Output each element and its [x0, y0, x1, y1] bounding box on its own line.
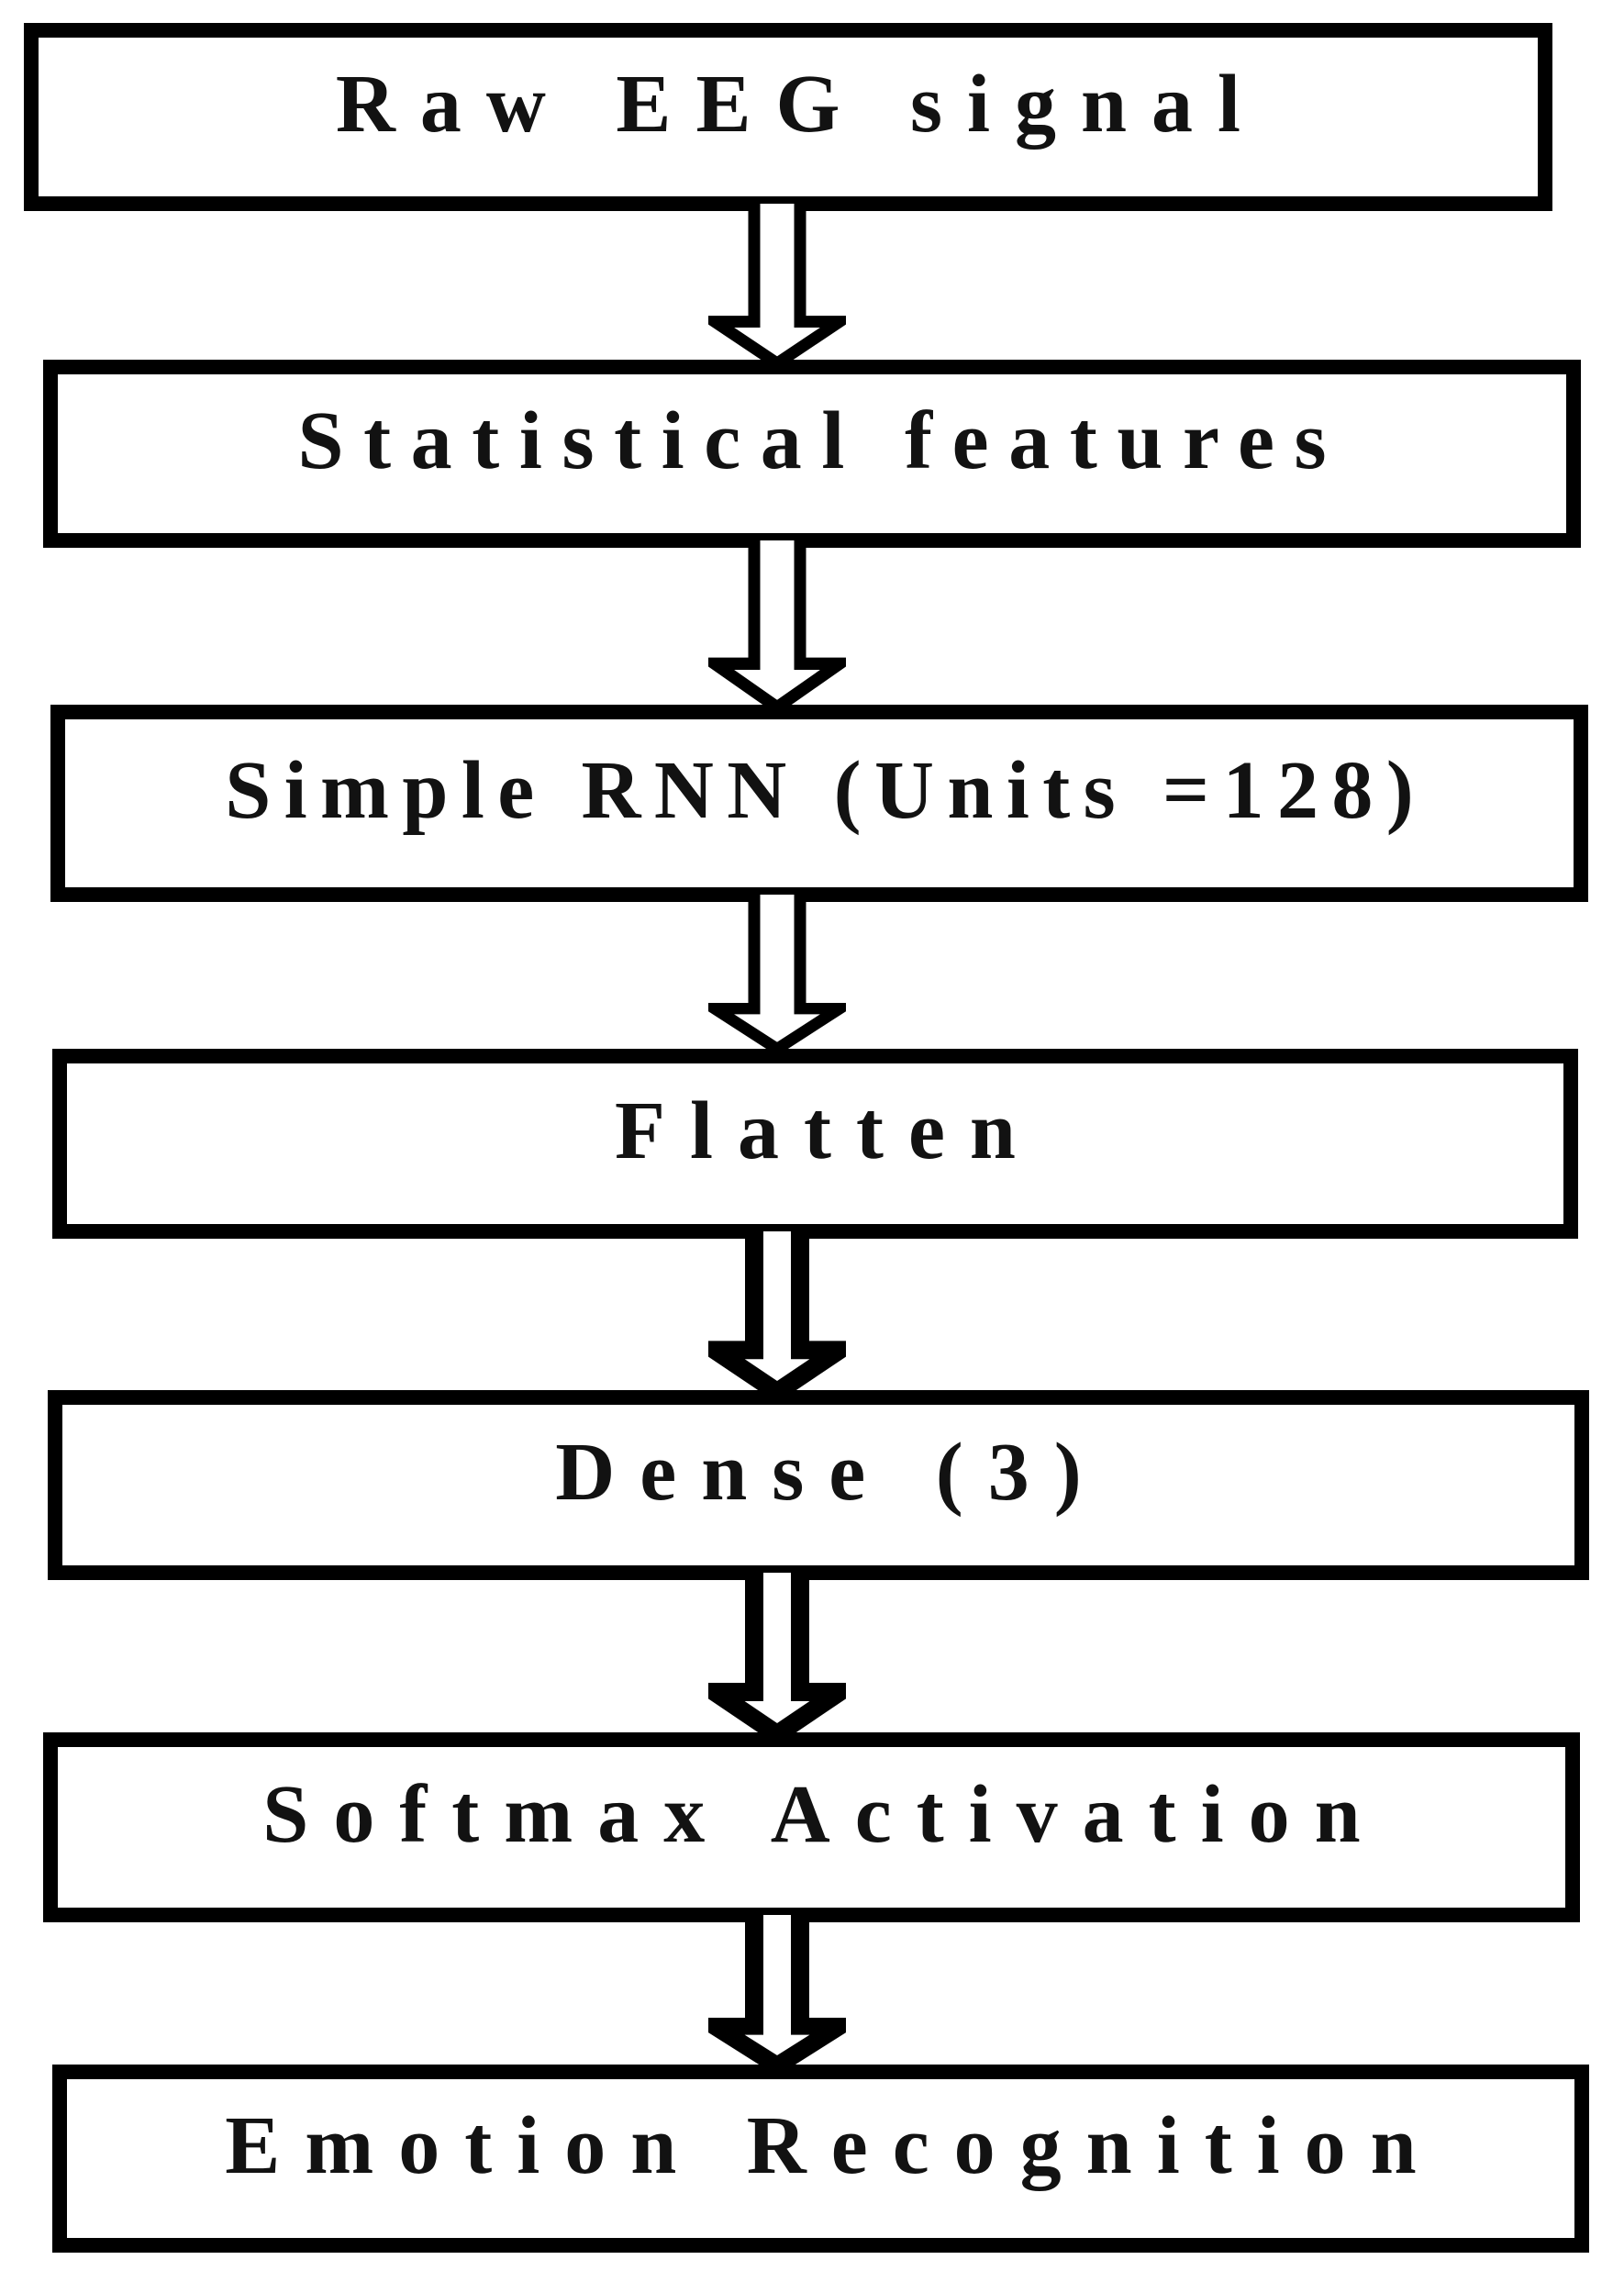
flow-box-simple-rnn: Simple RNN (Units =128): [50, 705, 1588, 902]
down-arrow-icon: [708, 895, 846, 1052]
flow-box-label: Simple RNN (Units =128): [225, 745, 1428, 836]
flow-box-emotion-recognition: Emotion Recognition: [52, 2065, 1589, 2253]
flow-box-dense: Dense (3): [48, 1390, 1589, 1580]
down-arrow-icon: [708, 1231, 846, 1396]
down-arrow-icon: [708, 204, 846, 367]
flow-box-label: Softmax Activation: [262, 1769, 1385, 1860]
flow-box-flatten: Flatten: [52, 1049, 1578, 1239]
flow-box-label: Raw EEG signal: [335, 59, 1266, 150]
flow-box-statistical-features: Statistical features: [43, 360, 1581, 548]
flow-box-softmax-activation: Softmax Activation: [43, 1732, 1580, 1922]
flow-box-label: Emotion Recognition: [225, 2100, 1441, 2191]
down-arrow-icon: [708, 1915, 846, 2069]
flow-box-label: Flatten: [615, 1085, 1040, 1176]
down-arrow-icon: [708, 540, 846, 711]
flow-box-label: Statistical features: [297, 395, 1347, 486]
flow-box-raw-eeg-signal: Raw EEG signal: [24, 23, 1552, 211]
flow-box-label: Dense (3): [555, 1427, 1107, 1518]
down-arrow-icon: [708, 1573, 846, 1738]
